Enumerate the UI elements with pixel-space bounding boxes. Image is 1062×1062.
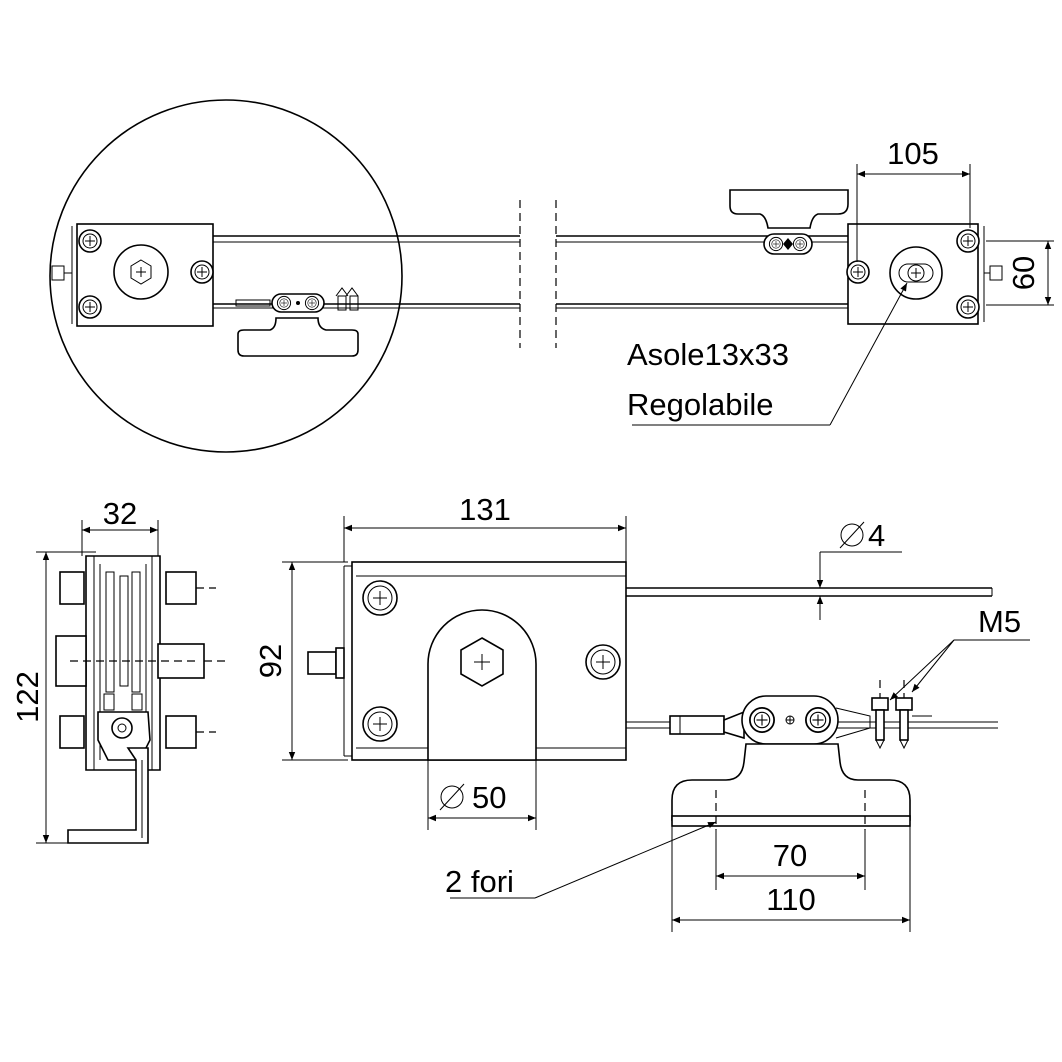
- side-view: 32 122: [10, 496, 226, 844]
- screw-note-m5: M5: [978, 604, 1021, 639]
- svg-text:4: 4: [868, 518, 885, 553]
- dimension-110: 110: [766, 882, 815, 917]
- dimension-70: 70: [773, 838, 807, 873]
- svg-text:50: 50: [472, 780, 506, 815]
- top-view: 105 60 Asole13x33 Regolabile: [49, 99, 1054, 453]
- dimension-60: 60: [1006, 256, 1041, 290]
- upper-cable-clamp: [729, 189, 849, 255]
- slot-note-line2: Regolabile: [627, 387, 774, 422]
- slot-note-line1: Asole13x33: [627, 337, 789, 372]
- mounting-foot: [671, 743, 911, 821]
- cable-clamp-assembly: [669, 680, 932, 750]
- holes-note: 2 fori: [445, 864, 514, 899]
- dimension-92: 92: [253, 644, 288, 678]
- lower-cable-clamp: [235, 287, 359, 357]
- dimension-diameter-50: 50: [439, 780, 506, 815]
- dimension-diameter-4: 4: [839, 518, 885, 553]
- front-view: 131 92 50: [253, 492, 1030, 932]
- dimension-105: 105: [887, 136, 939, 171]
- dimension-131: 131: [459, 492, 511, 527]
- dimension-32: 32: [103, 496, 137, 531]
- dimension-122: 122: [10, 671, 45, 723]
- detail-circle: [49, 99, 403, 453]
